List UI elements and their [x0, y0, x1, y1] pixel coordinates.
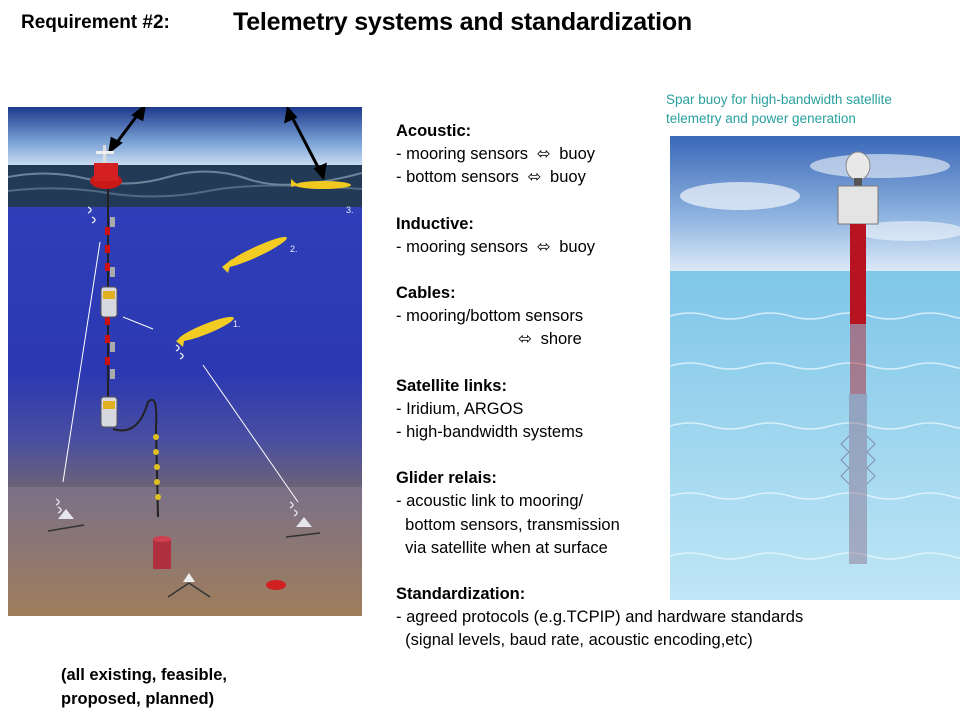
label-1: 1. — [233, 319, 241, 329]
sea-floor — [8, 487, 362, 616]
bottom-beacon — [266, 580, 286, 590]
bottom-tripod — [167, 573, 211, 598]
cables-item-2: ⬄ shore — [396, 328, 956, 351]
spar-buoy-caption: Spar buoy for high-bandwidth satellite t… — [666, 90, 960, 128]
telemetry-requirements-list: Acoustic: - mooring sensors ⬄ buoy - bot… — [396, 120, 956, 653]
satellite-item-2: - high-bandwidth systems — [396, 423, 584, 442]
label-3: 3. — [346, 205, 354, 215]
cables-item-1: - mooring/bottom sensors — [396, 307, 584, 326]
inductive-heading: Inductive: — [396, 214, 474, 233]
slide-title: Telemetry systems and standardization — [233, 8, 692, 36]
acoustic-item-1: - mooring sensors ⬄ buoy — [396, 143, 956, 166]
water-column — [8, 207, 362, 507]
mooring-instrument-lower — [100, 396, 118, 428]
mooring-instrument-upper — [100, 286, 118, 318]
caption-line-1: Spar buoy for high-bandwidth satellite — [666, 92, 892, 107]
cable-floats — [153, 434, 161, 500]
ocean-observatory-illustration: 3. 2. 1. — [8, 107, 362, 616]
spar-buoy-illustration — [670, 136, 960, 600]
standardization-heading: Standardization: — [396, 585, 526, 604]
standardization-item-1: - agreed protocols (e.g.TCPIP) and hardw… — [396, 608, 804, 627]
requirement-label: Requirement #2: — [21, 12, 170, 33]
double-arrow-icon: ⬄ — [518, 330, 532, 349]
sea — [670, 271, 960, 600]
glider-item-3: via satellite when at surface — [396, 538, 608, 557]
acoustic-item-2: - bottom sensors ⬄ buoy — [396, 166, 956, 189]
inductive-item-1: - mooring sensors ⬄ buoy — [396, 236, 956, 259]
satellite-heading: Satellite links: — [396, 376, 507, 395]
cables-heading: Cables: — [396, 284, 456, 303]
bottom-lander — [153, 536, 171, 569]
bottom-station-left — [47, 509, 85, 532]
sky — [8, 107, 362, 165]
spar-buoy — [837, 151, 879, 564]
glider-item-1: - acoustic link to mooring/ — [396, 492, 584, 511]
glider-1 — [176, 316, 234, 347]
glider-item-2: bottom sensors, transmission — [396, 515, 620, 534]
glider-heading: Glider relais: — [396, 469, 497, 488]
scope-note-line-1: (all existing, feasible, — [61, 666, 227, 684]
double-arrow-icon: ⬄ — [536, 237, 551, 256]
acoustic-heading: Acoustic: — [396, 122, 472, 140]
satellite-item-1: - Iridium, ARGOS — [396, 399, 524, 418]
caption-line-2: telemetry and power generation — [666, 111, 856, 126]
surface-glider — [291, 179, 351, 189]
satellite-link-arrows — [107, 107, 327, 181]
bottom-station-right — [285, 517, 321, 538]
scope-note-line-2: proposed, planned) — [61, 689, 215, 708]
double-arrow-icon: ⬄ — [536, 145, 551, 164]
acoustic-links — [62, 241, 299, 503]
standardization-item-2: (signal levels, baud rate, acoustic enco… — [396, 631, 753, 650]
scope-note: (all existing, feasible, proposed, plann… — [61, 664, 321, 711]
surface-buoy — [90, 145, 122, 189]
glider-2 — [222, 236, 287, 273]
mooring-sensors — [105, 227, 110, 365]
label-2: 2. — [290, 244, 298, 254]
double-arrow-icon: ⬄ — [527, 168, 542, 187]
